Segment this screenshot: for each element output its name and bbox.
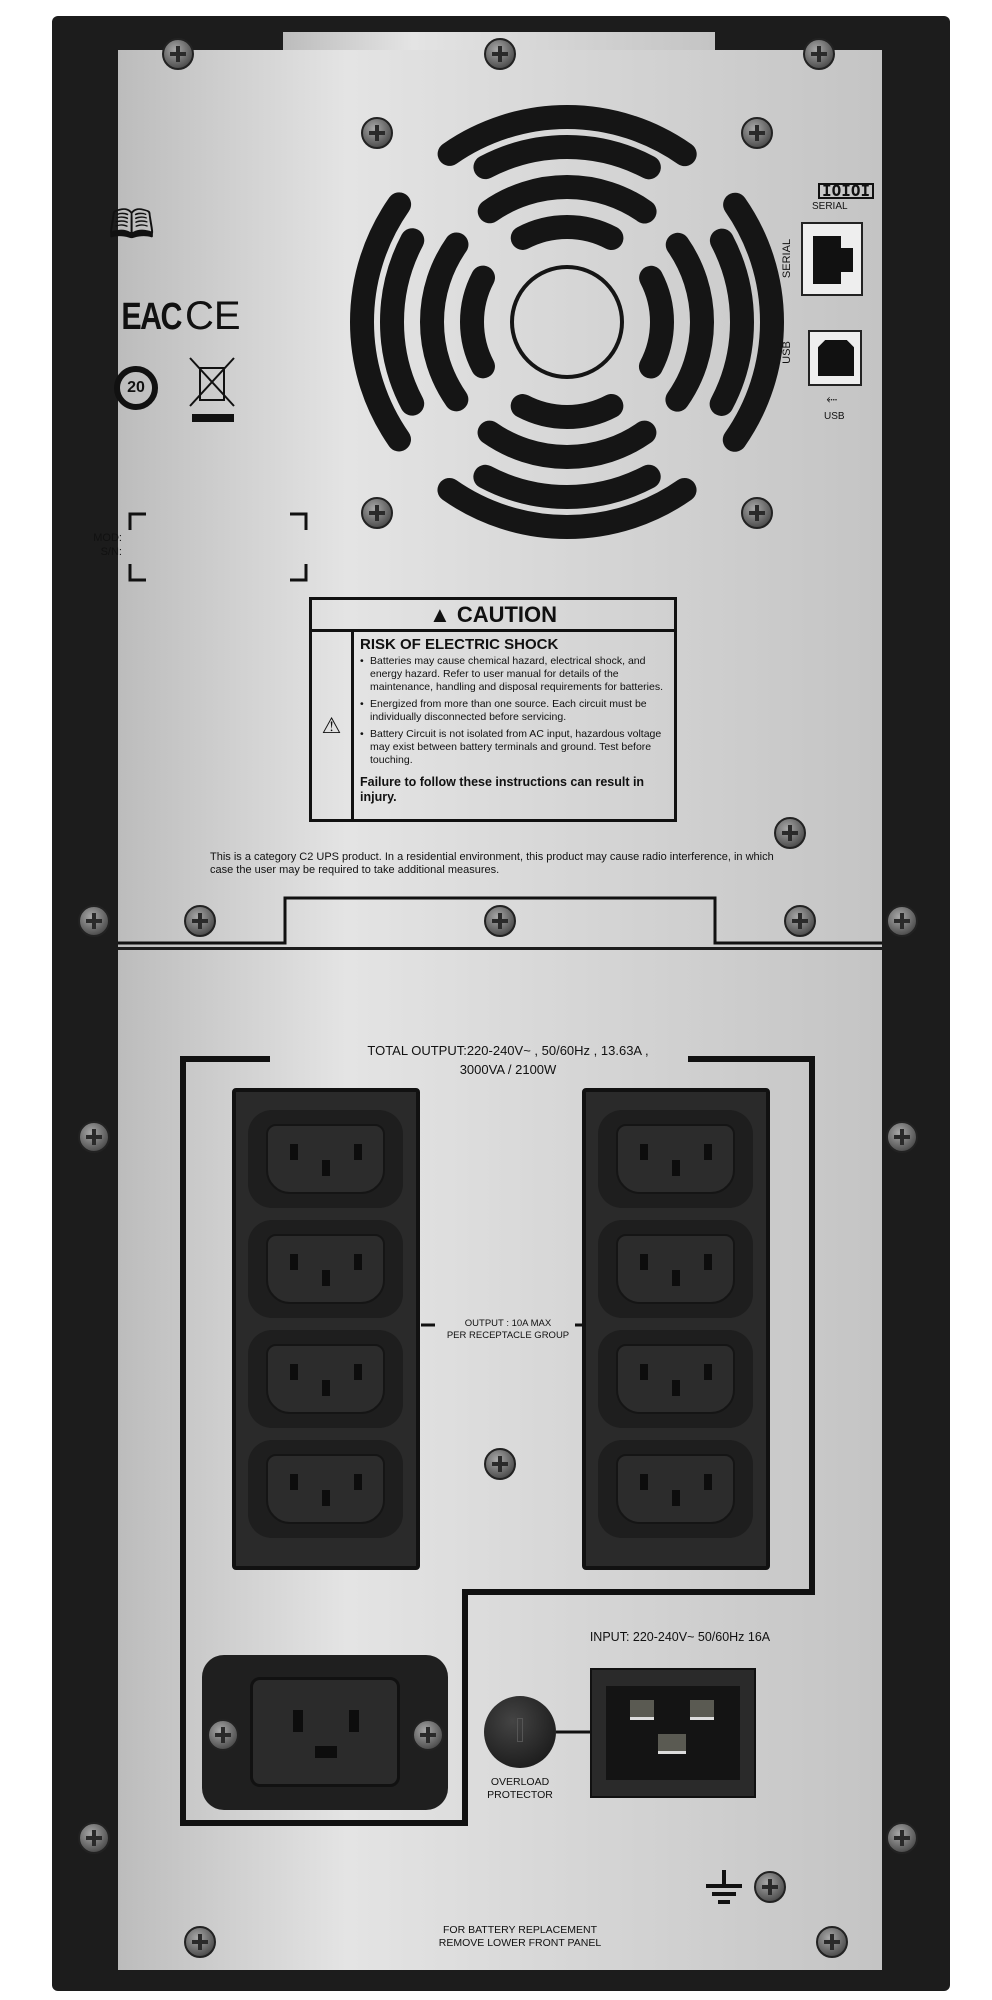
- c13-outlet[interactable]: [248, 1440, 403, 1538]
- screw: [361, 117, 393, 149]
- caution-bullet: Battery Circuit is not isolated from AC …: [360, 728, 668, 767]
- output-group-line1: OUTPUT : 10A MAX: [464, 1318, 552, 1329]
- c13-outlet[interactable]: [598, 1330, 753, 1428]
- usb-icon-label: USB: [824, 411, 845, 422]
- battery-line2: REMOVE LOWER FRONT PANEL: [438, 1937, 602, 1949]
- c19-outlet[interactable]: [202, 1655, 448, 1810]
- screw: [784, 905, 816, 937]
- screw: [886, 1822, 918, 1854]
- screw: [741, 117, 773, 149]
- c13-outlet[interactable]: [598, 1110, 753, 1208]
- manual-icon: 🕮: [108, 203, 156, 247]
- epup-20-icon: 20: [114, 366, 158, 410]
- screw: [774, 817, 806, 849]
- c20-input-inlet[interactable]: [590, 1668, 756, 1798]
- sn-label: S/N:: [100, 546, 122, 558]
- screw: [741, 497, 773, 529]
- input-rating: INPUT: 220-240V~ 50/60Hz 16A: [589, 1630, 771, 1644]
- caution-heading: RISK OF ELECTRIC SHOCK: [360, 636, 559, 653]
- ground-icon: [706, 1870, 742, 1904]
- caution-footer: Failure to follow these instructions can…: [360, 775, 645, 804]
- screw: [78, 1822, 110, 1854]
- overload-label: OVERLOAD PROTECTOR: [470, 1776, 570, 1802]
- screw: [78, 905, 110, 937]
- output-group-rating: OUTPUT : 10A MAX PER RECEPTACLE GROUP: [420, 1318, 596, 1342]
- caution-label: ▲ CAUTION ⚠ RISK OF ELECTRIC SHOCK Batte…: [309, 597, 677, 822]
- total-output-line1: TOTAL OUTPUT:220-240V~ , 50/60Hz , 13.63…: [367, 1043, 649, 1058]
- fan-ring: [350, 105, 784, 539]
- screw: [78, 1121, 110, 1153]
- fan-ring: [420, 175, 714, 469]
- usb-port[interactable]: [808, 330, 862, 386]
- screw: [484, 1448, 516, 1480]
- screw: [886, 1121, 918, 1153]
- fan-ring: [380, 135, 754, 509]
- c13-outlet[interactable]: [248, 1330, 403, 1428]
- screw: [803, 38, 835, 70]
- overload-line1: OVERLOAD: [490, 1776, 550, 1788]
- usb-icon: ⬸: [826, 390, 838, 406]
- weee-bin-icon: [189, 357, 235, 422]
- overload-line2: PROTECTOR: [487, 1789, 553, 1801]
- screw: [162, 38, 194, 70]
- usb-side-label: USB: [780, 341, 793, 364]
- warning-triangle-icon: ⚠: [312, 632, 354, 819]
- fan-ring: [460, 215, 674, 429]
- screw: [184, 905, 216, 937]
- c13-outlet[interactable]: [598, 1220, 753, 1318]
- serial-icon-label: SERIAL: [812, 201, 848, 212]
- mod-label: MOD:: [93, 532, 122, 544]
- serial-port[interactable]: [801, 222, 863, 296]
- screw: [754, 1871, 786, 1903]
- overload-protector-button[interactable]: [484, 1696, 556, 1768]
- label-frame: [128, 512, 308, 582]
- outlet-group-left: [232, 1088, 420, 1570]
- screw: [484, 905, 516, 937]
- c13-outlet[interactable]: [248, 1220, 403, 1318]
- ce-mark-icon: CE: [185, 294, 241, 338]
- eac-mark-icon: EAC: [121, 296, 182, 338]
- c2-notice: This is a category C2 UPS product. In a …: [210, 851, 774, 876]
- screw: [361, 497, 393, 529]
- c13-outlet[interactable]: [248, 1110, 403, 1208]
- caution-bullet: Energized from more than one source. Eac…: [360, 698, 668, 724]
- screw: [207, 1719, 239, 1751]
- screw: [184, 1926, 216, 1958]
- caution-title-text: CAUTION: [456, 602, 558, 627]
- caution-bullet: Batteries may cause chemical hazard, ele…: [360, 655, 668, 694]
- serial-icon: IOIOI: [818, 183, 875, 199]
- total-output-line2: 3000VA / 2100W: [459, 1062, 557, 1077]
- outlet-group-right: [582, 1088, 770, 1570]
- serial-side-label: SERIAL: [781, 238, 794, 279]
- caution-title: ▲ CAUTION: [312, 600, 674, 632]
- c13-outlet[interactable]: [598, 1440, 753, 1538]
- screw: [484, 38, 516, 70]
- battery-replacement-note: FOR BATTERY REPLACEMENT REMOVE LOWER FRO…: [380, 1924, 660, 1950]
- fan-grille-icon: [350, 105, 784, 539]
- screw: [816, 1926, 848, 1958]
- battery-line1: FOR BATTERY REPLACEMENT: [442, 1924, 598, 1936]
- fan-ring: [510, 265, 624, 379]
- screw: [412, 1719, 444, 1751]
- total-output-rating: TOTAL OUTPUT:220-240V~ , 50/60Hz , 13.63…: [300, 1041, 716, 1079]
- screw: [886, 905, 918, 937]
- output-group-line2: PER RECEPTACLE GROUP: [446, 1330, 570, 1341]
